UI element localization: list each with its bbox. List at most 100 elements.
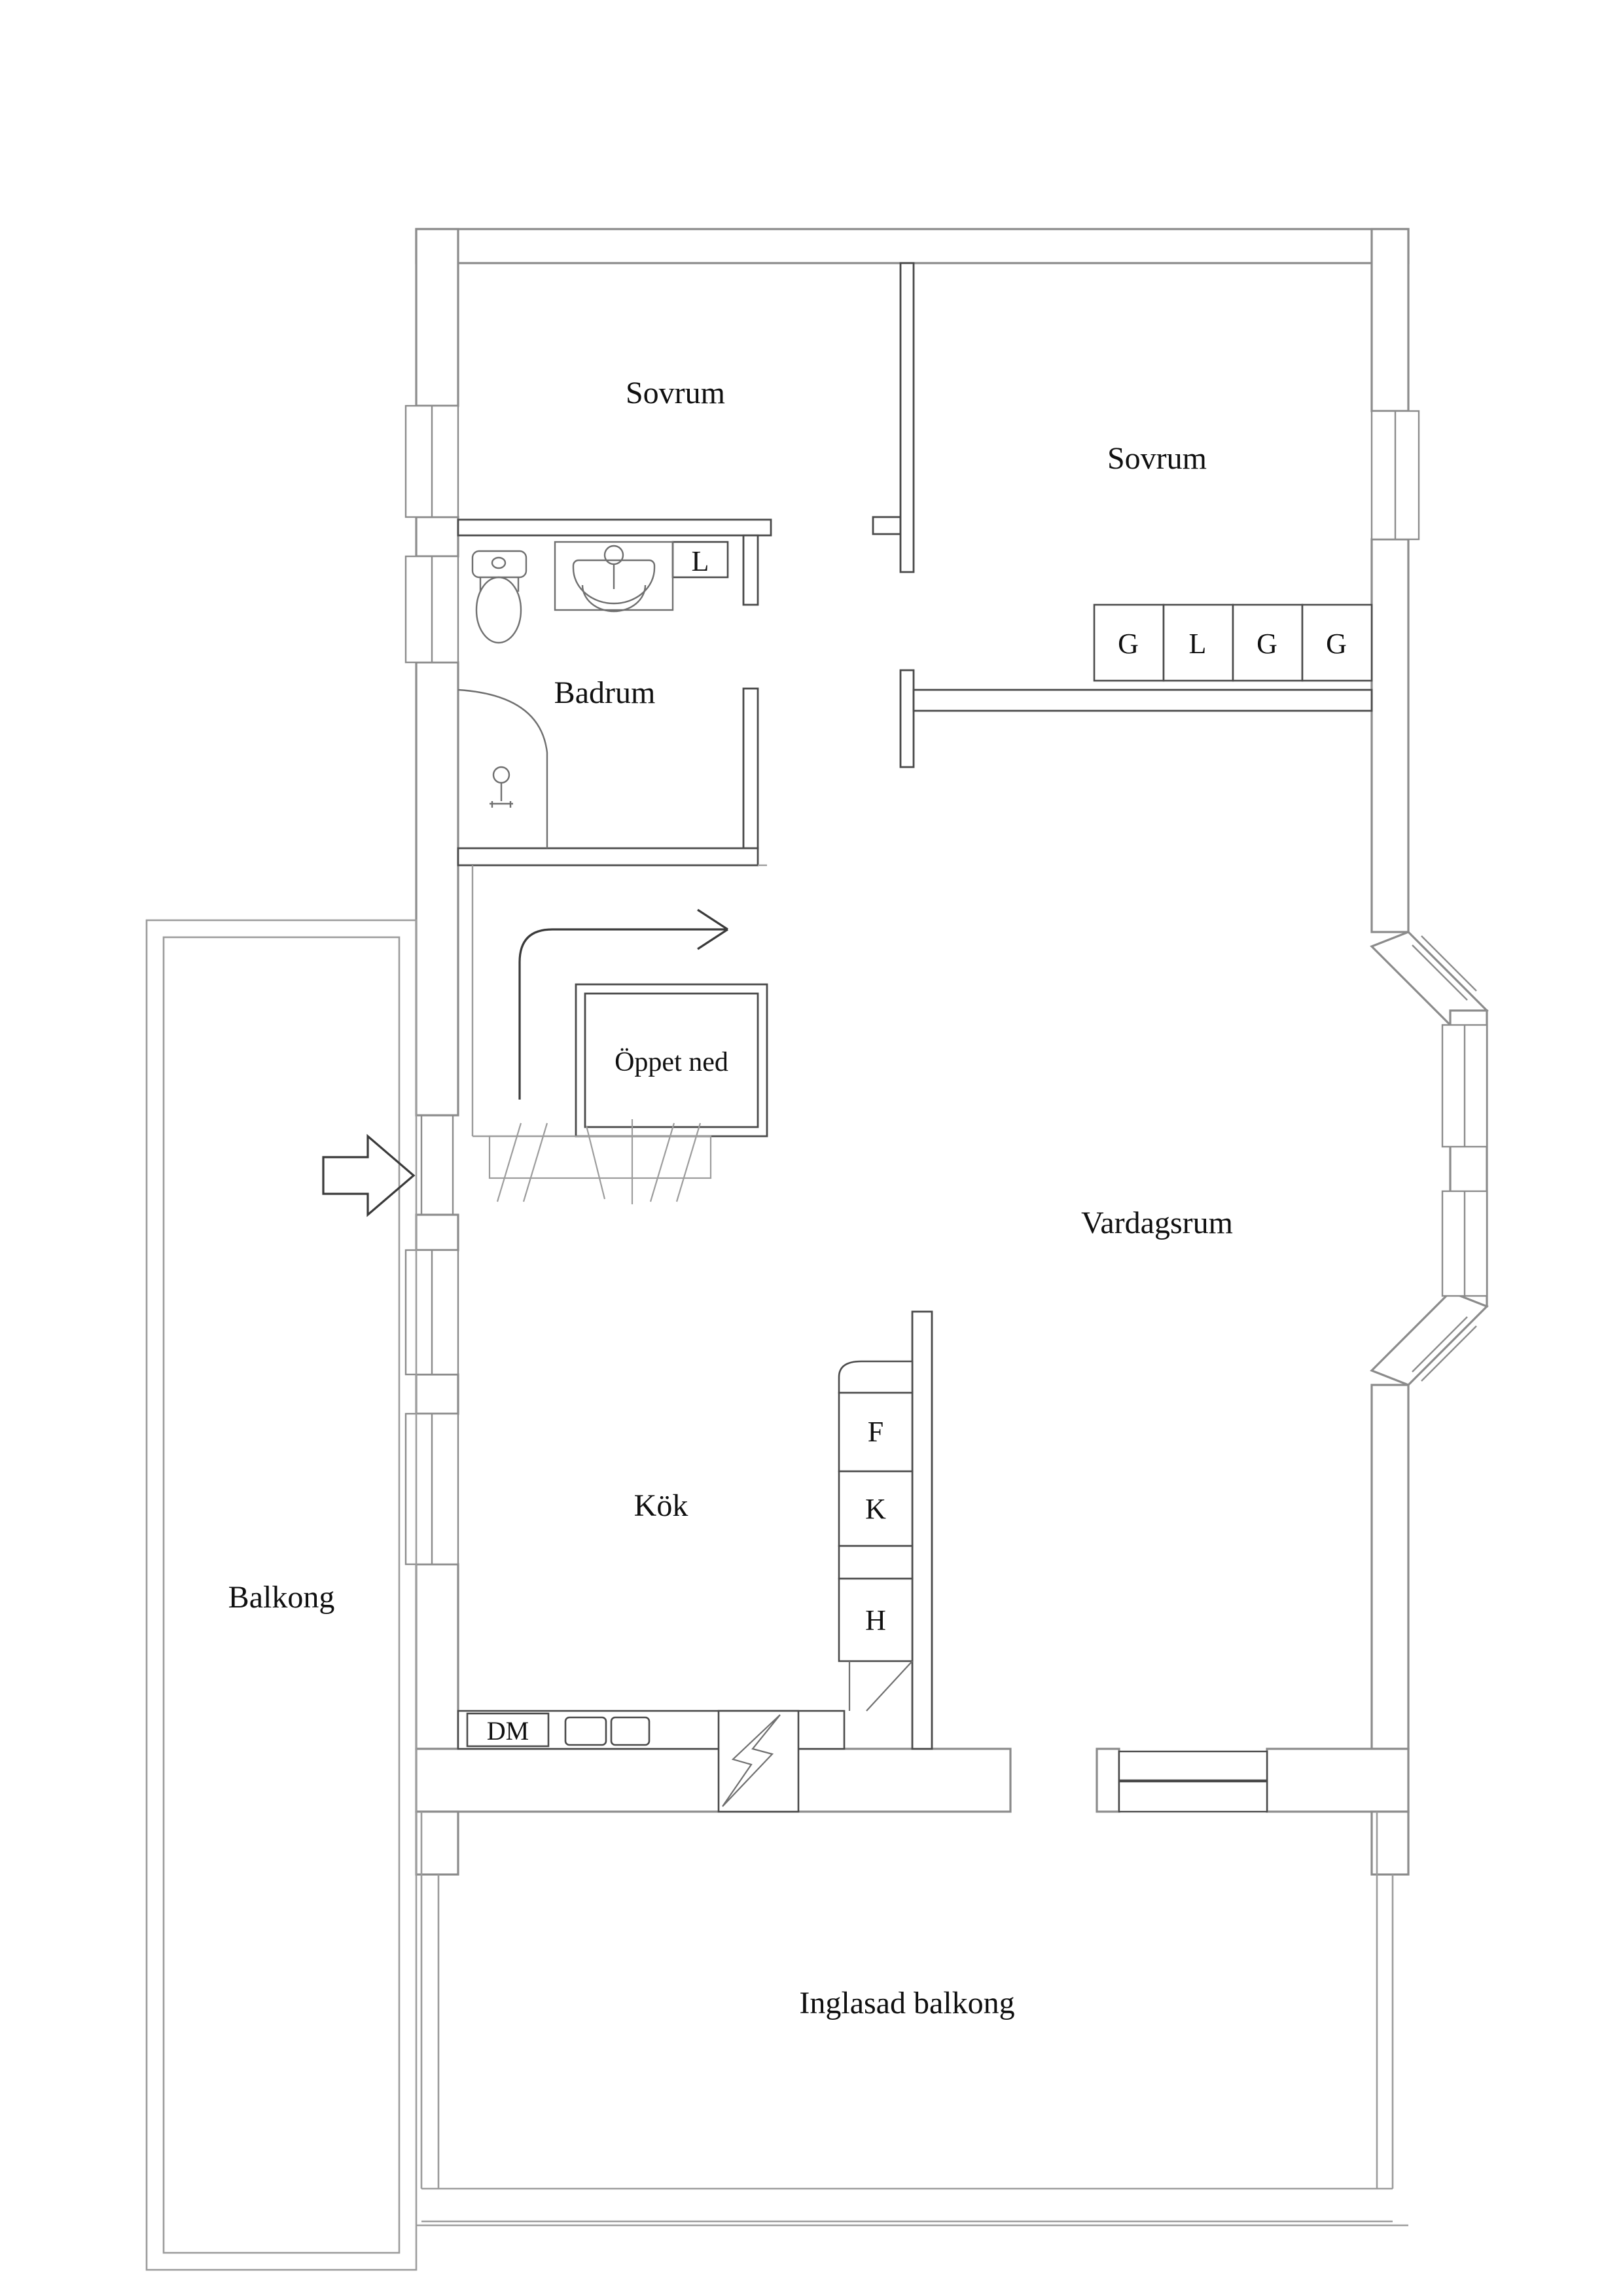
sink-faucet-knob bbox=[603, 545, 624, 565]
wall-right-3 bbox=[1370, 1384, 1410, 1750]
wall-left-5 bbox=[415, 1373, 459, 1415]
stair-arrow-head-a bbox=[697, 908, 728, 931]
bathroom-fixtures bbox=[457, 541, 674, 848]
label-living-room: Vardagsrum bbox=[1081, 1206, 1233, 1240]
cabinet-top-rounded bbox=[838, 1360, 914, 1394]
label-dishwasher: DM bbox=[487, 1716, 529, 1746]
wall-bed1-jamb bbox=[872, 516, 902, 535]
wall-right-1 bbox=[1370, 228, 1410, 412]
open-below-inner bbox=[584, 992, 759, 1128]
wall-glazed-stub-right bbox=[1370, 1810, 1410, 1876]
wall-bath-right-bottom bbox=[742, 687, 759, 850]
label-bedroom2: Sovrum bbox=[1107, 441, 1207, 476]
wall-kitchen-east bbox=[911, 1310, 933, 1750]
wall-separator-stub bbox=[899, 669, 915, 768]
cabinet-h-box bbox=[838, 1577, 914, 1662]
railing-band bbox=[488, 1135, 712, 1179]
toilet-bowl bbox=[475, 576, 522, 644]
wall-left-2 bbox=[415, 516, 459, 558]
wall-left-6 bbox=[415, 1563, 459, 1750]
stair-railing-hatch bbox=[488, 1119, 712, 1204]
vanity-counter bbox=[554, 541, 674, 611]
entry-arrow-icon bbox=[322, 1134, 416, 1217]
cabinet-diagonal bbox=[866, 1660, 913, 1712]
balcony-outer bbox=[145, 919, 418, 2271]
windows bbox=[404, 404, 1488, 1566]
hatch-2 bbox=[522, 1122, 548, 1202]
wall-bedroom-separator bbox=[899, 262, 915, 573]
balcony-inner bbox=[162, 936, 401, 2254]
label-kitchen: Kök bbox=[634, 1488, 688, 1523]
sink-basin-inner bbox=[581, 584, 647, 613]
kitchen-sink-right bbox=[610, 1716, 651, 1746]
entry-arrow-shape bbox=[322, 1134, 416, 1217]
wall-bottom-left bbox=[415, 1748, 1012, 1813]
window-bay-diag-top-a bbox=[1421, 935, 1477, 992]
label-glazed-balcony: Inglasad balkong bbox=[799, 1986, 1014, 2020]
hatch-3 bbox=[585, 1125, 606, 1200]
window-bay-diag-bottom-b bbox=[1412, 1316, 1468, 1372]
closet-g3 bbox=[1301, 603, 1373, 682]
label-closet-l: L bbox=[1189, 628, 1207, 660]
wall-left-4 bbox=[415, 1213, 459, 1251]
freezer-box bbox=[838, 1470, 914, 1547]
sliding-door-leaf-1 bbox=[1118, 1750, 1268, 1782]
hatch-1 bbox=[496, 1122, 522, 1202]
stove-box bbox=[717, 1710, 800, 1813]
wall-left-1 bbox=[415, 228, 459, 407]
stair-arrow-head-b bbox=[697, 928, 728, 950]
toilet-icon bbox=[471, 550, 527, 644]
window-bay-diag-top-b bbox=[1412, 944, 1468, 1001]
dishwasher-box bbox=[466, 1712, 550, 1748]
label-balcony: Balkong bbox=[228, 1580, 335, 1615]
shower-screen bbox=[457, 689, 548, 848]
label-cabinet-h: H bbox=[865, 1604, 886, 1636]
kitchen-sink-left bbox=[564, 1716, 607, 1746]
interior-walls bbox=[457, 262, 1373, 1750]
label-closet-g3: G bbox=[1326, 628, 1347, 660]
hatch-5 bbox=[649, 1122, 675, 1202]
sink-icon bbox=[554, 541, 674, 613]
wall-bed1-bath bbox=[457, 518, 772, 537]
label-freezer: K bbox=[865, 1493, 886, 1525]
label-closet-g1: G bbox=[1118, 628, 1139, 660]
kitchen-fittings bbox=[457, 1360, 914, 1813]
stove-bolt-icon bbox=[722, 1714, 781, 1807]
label-bathroom: Badrum bbox=[554, 675, 656, 710]
wall-left-3 bbox=[415, 661, 459, 1117]
sliding-door-leaf-2 bbox=[1118, 1780, 1268, 1813]
wall-bath-bottom bbox=[457, 847, 759, 867]
toilet-tank bbox=[471, 550, 527, 579]
shower-head bbox=[492, 766, 510, 784]
hatch-6 bbox=[675, 1122, 702, 1202]
closet-row bbox=[671, 541, 1373, 682]
kitchen-detail-lines bbox=[722, 1660, 913, 1807]
wall-bath-right-top bbox=[742, 534, 759, 606]
wall-top bbox=[415, 228, 1410, 264]
wall-right-2 bbox=[1370, 538, 1410, 933]
closet-g1 bbox=[1093, 603, 1165, 682]
closet-bathroom bbox=[671, 541, 729, 579]
open-below-box bbox=[575, 983, 768, 1138]
glazed-balcony-door bbox=[1118, 1750, 1268, 1813]
label-bedroom1: Sovrum bbox=[626, 376, 725, 410]
exterior-walls bbox=[415, 228, 1489, 1876]
wall-glazed-stub-left bbox=[415, 1810, 459, 1876]
wall-living-north bbox=[912, 689, 1373, 712]
stair-direction-arrow bbox=[518, 908, 728, 1100]
fridge-box bbox=[838, 1391, 914, 1473]
label-bathroom-closet: L bbox=[692, 545, 709, 577]
closet-g2 bbox=[1232, 603, 1304, 682]
shower-icon bbox=[457, 689, 548, 848]
labels: Sovrum Sovrum Badrum Öppet ned Vardagsru… bbox=[228, 376, 1347, 2020]
closet-l bbox=[1162, 603, 1234, 682]
label-closet-g2: G bbox=[1257, 628, 1277, 660]
wall-bay-diagonal-bottom bbox=[1370, 1291, 1489, 1386]
window-bay-diag-bottom-a bbox=[1421, 1325, 1477, 1382]
sink-basin bbox=[572, 559, 656, 605]
wall-bottom-stub bbox=[1096, 1748, 1120, 1813]
toilet-button bbox=[491, 556, 507, 569]
label-open-below: Öppet ned bbox=[615, 1047, 728, 1077]
